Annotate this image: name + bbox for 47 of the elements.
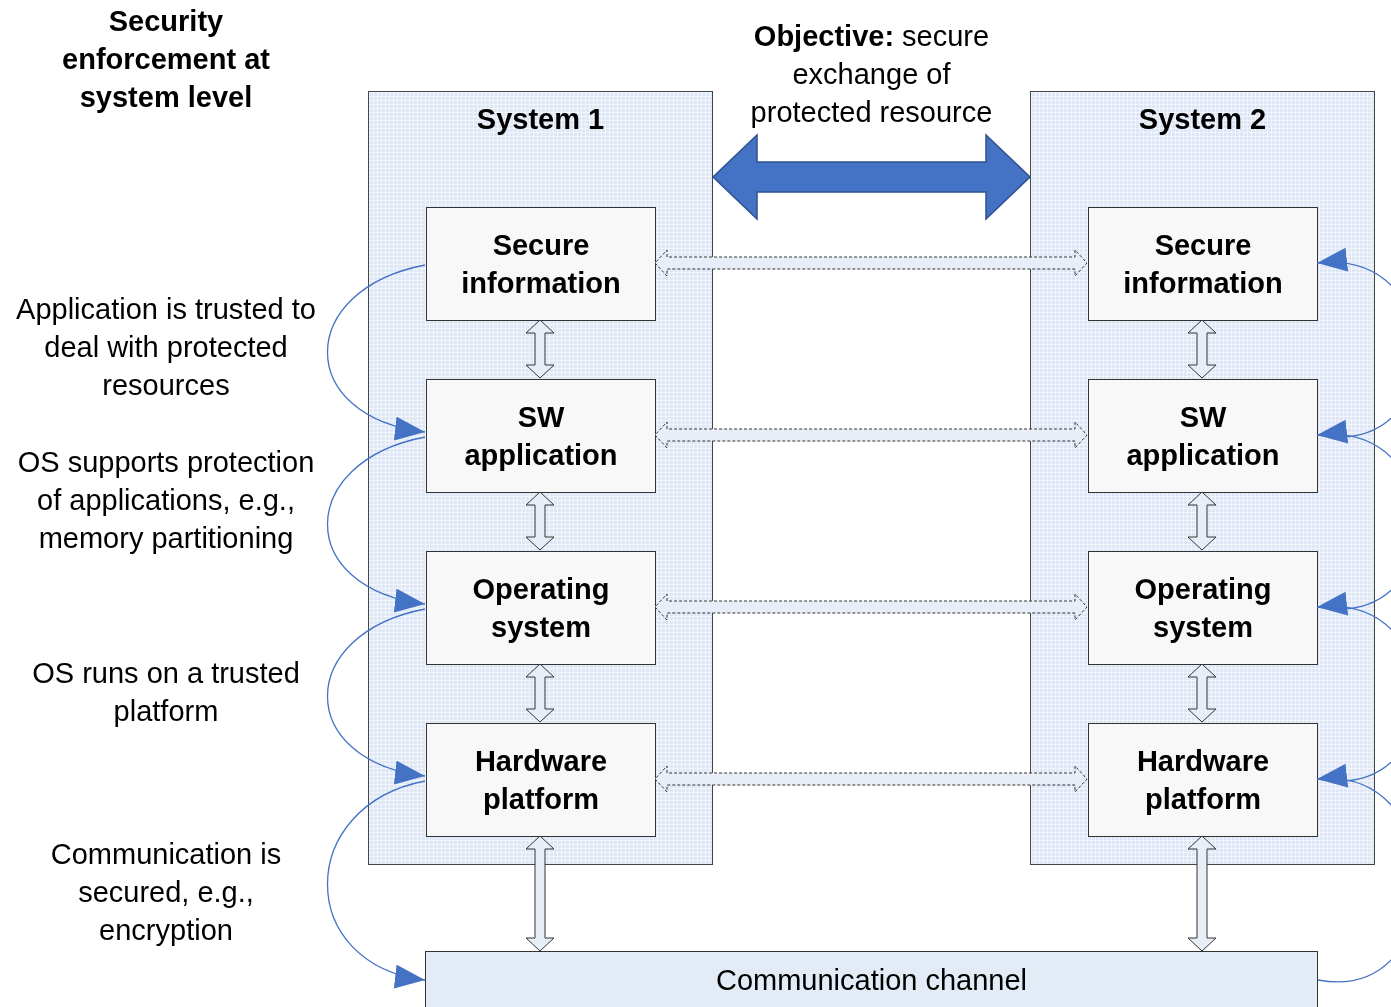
curved-arrow <box>326 608 426 782</box>
hollow-double-arrow <box>525 663 555 723</box>
annotation-text: Communication is secured, e.g., encryption <box>49 837 283 948</box>
curved-arrow <box>1316 595 1391 782</box>
annotation-text: Application is trusted to deal with protected resources <box>15 292 317 403</box>
annotation-text: OS supports protection of applications, e.g., memory partitioning <box>16 445 316 556</box>
curved-arrow <box>1316 423 1391 610</box>
node-label: Operating system <box>471 572 611 645</box>
hollow-double-arrow <box>654 593 1088 621</box>
double-arrow <box>711 133 1032 221</box>
hollow-double-arrow <box>525 835 555 952</box>
curved-arrow <box>326 436 426 610</box>
hollow-double-arrow <box>1187 491 1217 551</box>
hollow-double-arrow <box>654 249 1088 277</box>
panel-heading: System 2 <box>1137 102 1268 137</box>
annotation-text: OS runs on a trusted platform <box>31 656 301 729</box>
hollow-double-arrow <box>654 421 1088 449</box>
node-label: SW application <box>1125 400 1281 473</box>
node-label: Secure information <box>460 228 622 301</box>
hollow-double-arrow <box>525 319 555 379</box>
node-label: Operating system <box>1133 572 1273 645</box>
node-label: Communication channel <box>715 963 1028 998</box>
layer-box <box>1088 551 1318 665</box>
node-label: SW application <box>463 400 619 473</box>
layer-box <box>426 551 656 665</box>
curved-arrow <box>1316 251 1391 438</box>
system-panel <box>368 91 713 865</box>
layer-box <box>1088 207 1318 321</box>
layer-box <box>426 207 656 321</box>
hollow-double-arrow <box>1187 663 1217 723</box>
hollow-double-arrow <box>1187 319 1217 379</box>
channel-bar <box>425 951 1318 1007</box>
diagram-title: Security enforcement at system level <box>61 4 271 115</box>
layer-box <box>426 723 656 837</box>
system-panel <box>1030 91 1375 865</box>
hollow-double-arrow <box>654 765 1088 793</box>
panel-heading: System 1 <box>475 102 606 137</box>
node-label: Hardware platform <box>1135 744 1271 817</box>
curved-arrow <box>326 780 426 986</box>
curved-arrow <box>326 264 426 438</box>
layer-box <box>1088 723 1318 837</box>
hollow-double-arrow <box>1187 835 1217 952</box>
layer-box <box>1088 379 1318 493</box>
layer-box <box>426 379 656 493</box>
node-label: Hardware platform <box>473 744 609 817</box>
node-label: Secure information <box>1122 228 1284 301</box>
hollow-double-arrow <box>525 491 555 551</box>
